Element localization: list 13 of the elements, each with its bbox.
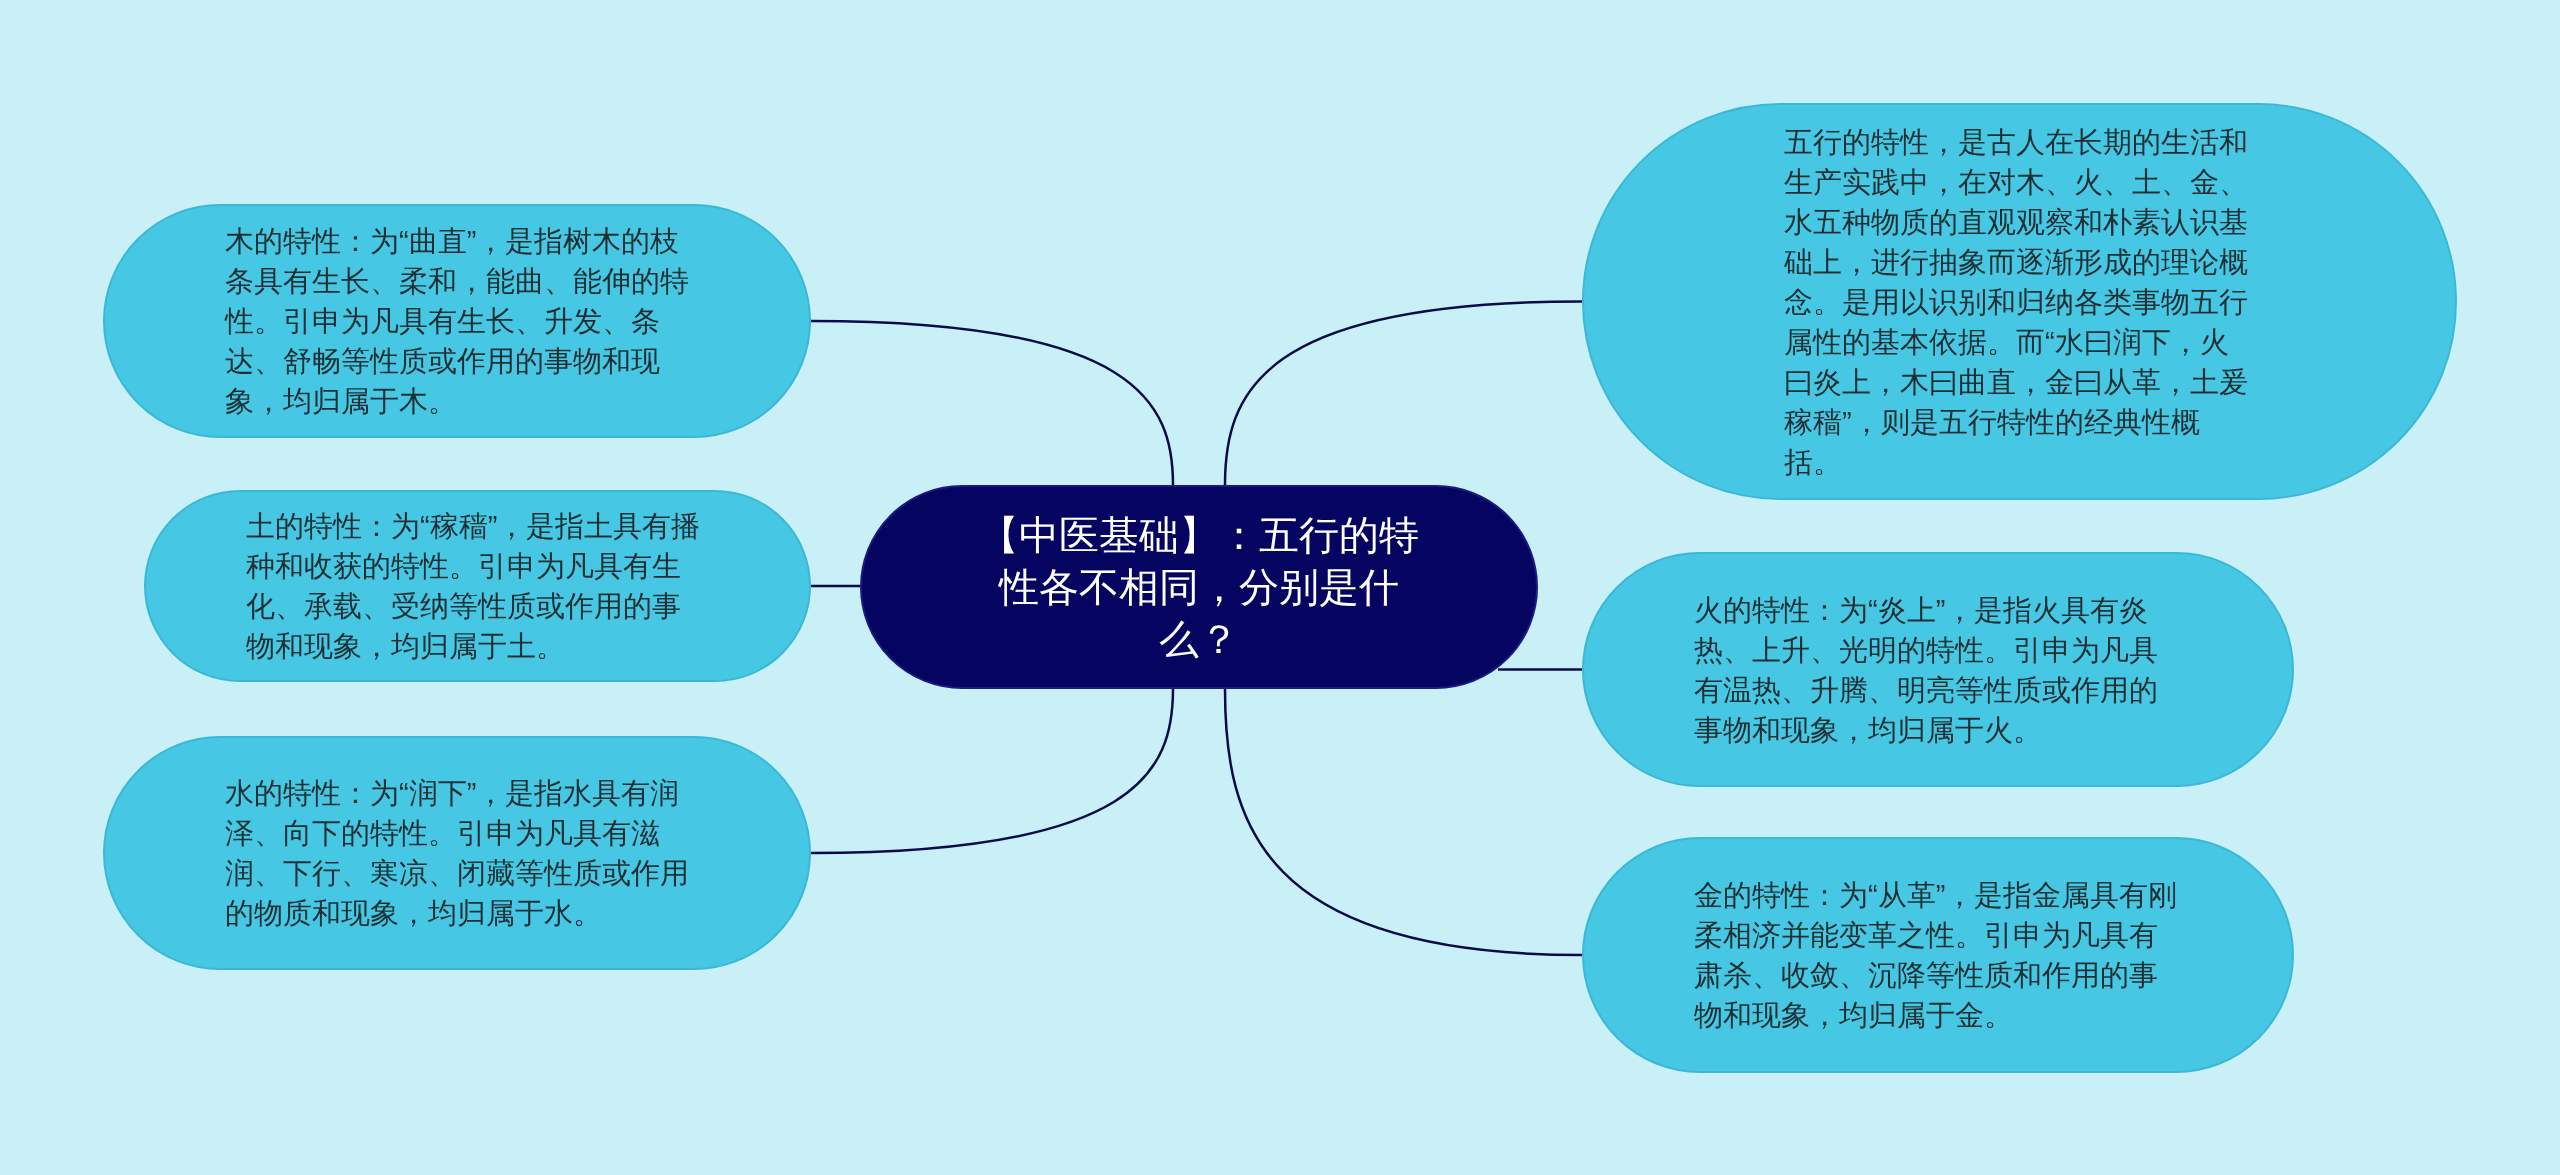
topic-text: 金的特性：为“从革”，是指金属具有刚柔相济并能变革之性。引申为凡具有肃杀、收敛、沉降等性质和作用的事物和现象，均归属于金。: [1694, 878, 2179, 1033]
topic-text: 火的特性：为“炎上”，是指火具有炎热、上升、光明的特性。引申为凡具有温热、升腾、明亮等性质或作用的事物和现象，均归属于火。: [1694, 592, 2159, 748]
topic-text: 土的特性：为“稼穑”，是指土具有播种和收获的特性。引申为凡具有生化、承载、受纳等性质或作用的事物和现象，均归属于土。: [246, 509, 702, 664]
topic-text: 水的特性：为“润下”，是指水具有润泽、向下的特性。引申为凡具有滋润、下行、寒凉、闭藏等性质或作用的物质和现象，均归属于水。: [225, 776, 689, 931]
connector-line: [1498, 668, 1582, 671]
connector-line: [810, 319, 1175, 486]
connector-line: [810, 688, 1175, 855]
connector-line: [1223, 300, 1583, 486]
connector-line: [1223, 688, 1583, 957]
topic-text: 木的特性：为“曲直”，是指树木的枝条具有生长、柔和，能曲、能伸的特性。引申为凡具有生长、升发、条达、舒畅等性质或作用的事物和现象，均归属于木。: [225, 224, 689, 419]
connector-line: [811, 584, 860, 588]
topic-title: 【中医基础】：五行的特性各不相同，分别是什么？: [978, 512, 1420, 663]
topic-text: 五行的特性，是古人在长期的生活和生产实践中，在对木、火、土、金、水五种物质的直观观察和朴素认识基础上，进行抽象而逐渐形成的理论概念。是用以识别和归纳各类事物五行属性的基本依据。而“水曰润下，火曰炎上，木曰曲直，金曰从革，土爰稼穑”，则是五行特性的经典性概括。: [1784, 124, 2249, 480]
